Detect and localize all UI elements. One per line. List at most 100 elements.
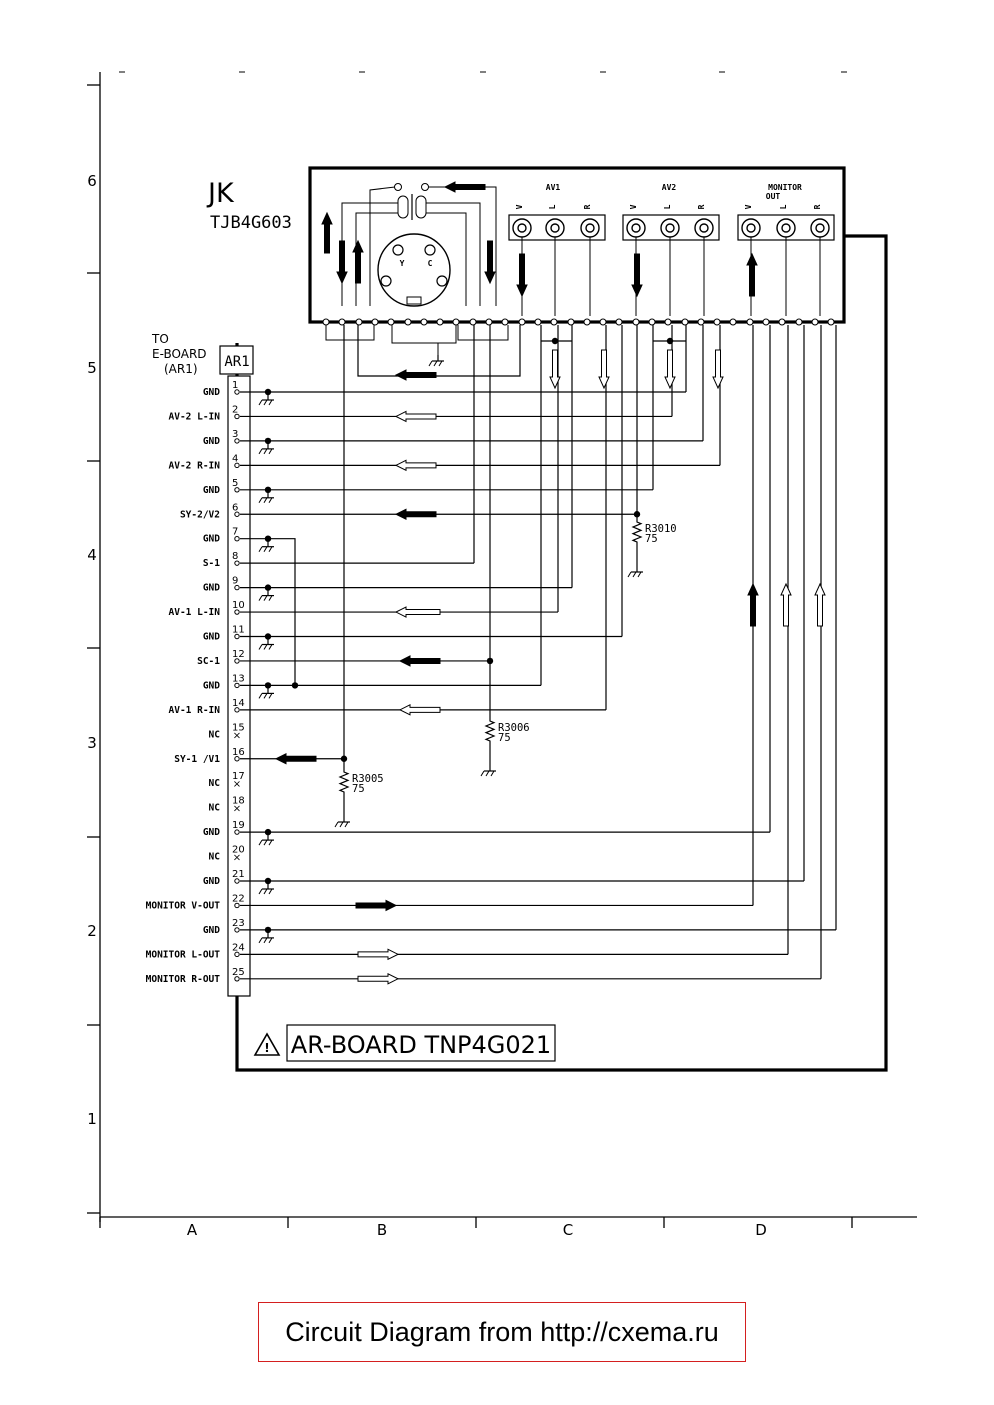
- pin-terminal: [234, 829, 240, 835]
- svideo-key: [406, 296, 422, 305]
- ground-hatch: [438, 360, 443, 367]
- pin-terminal: [234, 438, 240, 444]
- junction-dot: [340, 755, 348, 762]
- solid-arrow: [274, 752, 317, 765]
- ground-hatch: [263, 693, 268, 699]
- ground-hatch: [428, 360, 433, 367]
- pin-number: 6: [232, 502, 238, 513]
- ground-link: [268, 538, 296, 686]
- hollow-arrow: [712, 349, 724, 390]
- pin-label: NC: [209, 852, 221, 863]
- pin-number: 18: [232, 796, 245, 807]
- row-label: 5: [87, 359, 97, 377]
- left-solid-arrow: [274, 752, 317, 765]
- ground-hatch: [258, 644, 263, 650]
- pin-label: NC: [209, 729, 221, 740]
- jack-pin-terminal: [371, 318, 379, 326]
- solid-arrow: [746, 252, 758, 297]
- hollow-arrow: [394, 410, 437, 423]
- pin-number: 17: [232, 771, 245, 782]
- jack-pin-terminal: [746, 318, 754, 326]
- ground-symbol: [258, 442, 274, 455]
- ground-symbol: [480, 765, 496, 777]
- resistor-body: [338, 766, 350, 798]
- ground-symbol: [258, 394, 274, 406]
- column-label: A: [187, 1221, 198, 1239]
- connector-pin-1: GND 1: [203, 380, 240, 398]
- pin-number: 12: [232, 649, 245, 660]
- no-connect-mark: ×: [233, 804, 241, 815]
- pin-terminal: [234, 413, 240, 420]
- svideo-socket: [377, 233, 451, 307]
- pin-label: GND: [203, 827, 220, 838]
- jack-pin-terminal: [729, 318, 737, 326]
- connector-to-label: (AR1): [164, 362, 198, 376]
- column-label: B: [377, 1221, 387, 1239]
- connector-to-label: E-BOARD: [152, 347, 207, 361]
- ground-symbol: [258, 589, 274, 601]
- pin-label: S-1: [203, 558, 220, 569]
- ground-hatch: [268, 546, 273, 552]
- pin-label: AV-1 R-IN: [169, 705, 221, 716]
- jack-pin-terminal: [811, 318, 819, 326]
- jack-pin-terminal: [338, 318, 346, 326]
- ground-hatch: [268, 497, 273, 504]
- hollow-arrow: [598, 349, 610, 390]
- rca-group-title: MONITOR: [768, 183, 802, 192]
- ground-hatch: [268, 839, 273, 846]
- rca-group-title: AV1: [546, 183, 561, 192]
- left-hollow-arrow: [398, 704, 441, 716]
- hollow-arrow: [398, 704, 441, 716]
- solid-arrow: [631, 253, 643, 298]
- connector-to-label: TO: [151, 332, 169, 346]
- ground-hatch: [258, 839, 263, 846]
- rca-group-title: AV2: [662, 183, 677, 192]
- solid-arrow: [321, 211, 333, 254]
- jack-pin-terminal: [404, 318, 412, 326]
- pin-number: 2: [232, 404, 238, 415]
- down-hollow-arrow: [712, 349, 724, 390]
- resistor-value: 75: [352, 783, 365, 795]
- rca-terminal-label: R: [813, 204, 822, 209]
- pin-label: GND: [203, 387, 220, 398]
- jack-part-number: TJB4G603: [210, 213, 292, 233]
- rca-socket-center: [699, 223, 709, 233]
- rca-terminal-label: R: [697, 204, 706, 209]
- switch-coil: [397, 195, 409, 219]
- ground-symbol: [334, 816, 350, 828]
- row-label: 1: [87, 1110, 97, 1128]
- pin-terminal: [234, 658, 240, 664]
- jack-pin-terminal: [322, 318, 330, 326]
- pin-number: 11: [232, 625, 245, 636]
- jack-pin-terminal: [501, 318, 509, 326]
- ground-hatch: [433, 360, 438, 367]
- pin-terminal: [234, 389, 240, 395]
- left-solid-arrow: [394, 508, 437, 521]
- pin-number: 1: [232, 380, 238, 391]
- resistor-value: 75: [498, 732, 511, 744]
- pin-number: 22: [232, 893, 245, 904]
- connector-pin-4: AV-2 R-IN4: [169, 453, 240, 471]
- ground-symbol: [258, 638, 274, 650]
- rca-terminal-label: R: [583, 204, 592, 209]
- pin-label: GND: [203, 436, 220, 447]
- jack-pin-terminal: [762, 318, 770, 326]
- row-label: 4: [87, 546, 97, 564]
- rca-socket-center: [585, 223, 595, 233]
- ground-junction: [291, 682, 299, 689]
- jack-pin-terminal: [485, 318, 493, 326]
- pin-label: GND: [203, 876, 220, 887]
- jack-pin-terminal: [534, 318, 542, 326]
- jack-pin-terminal: [567, 318, 575, 326]
- svideo-pin: [380, 275, 392, 287]
- jack-pin-terminal: [713, 318, 721, 326]
- solid-arrow: [398, 655, 441, 667]
